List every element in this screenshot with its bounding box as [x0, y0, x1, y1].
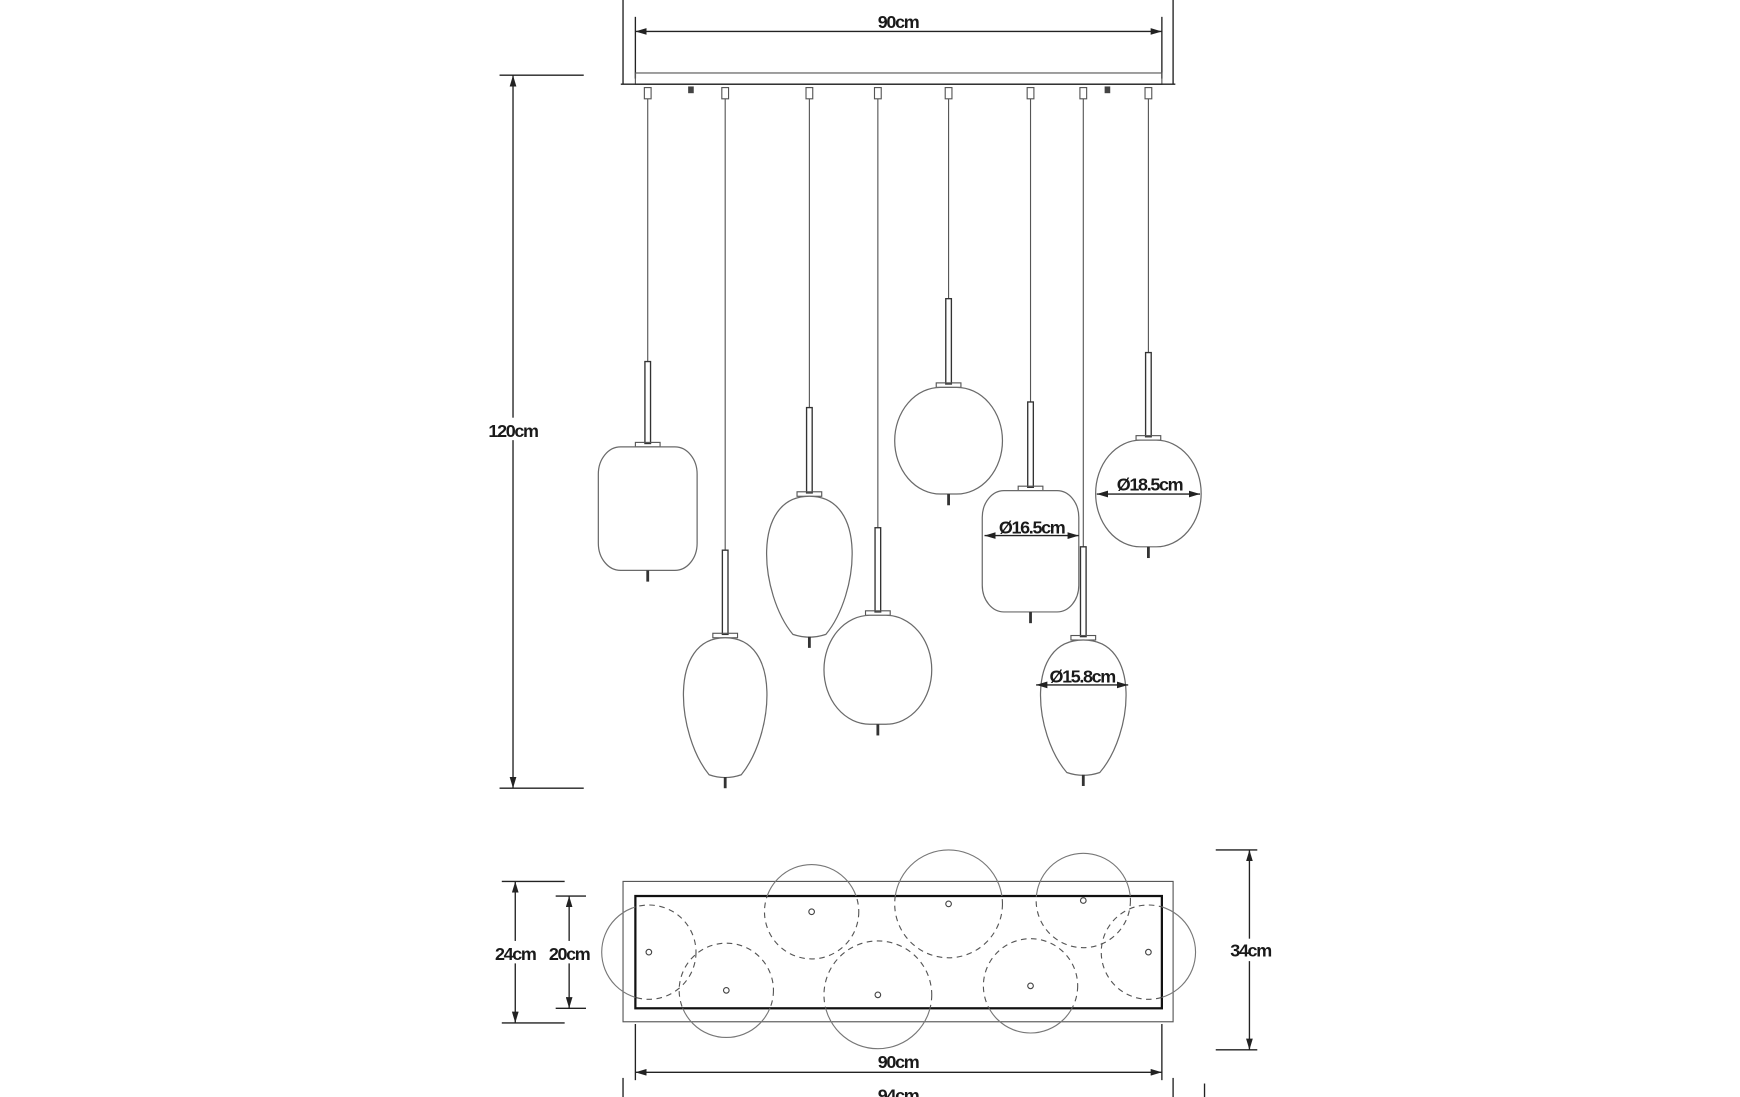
pendant-lamp [597, 87, 698, 582]
glass-shade [597, 446, 698, 572]
cord-point-dot [722, 986, 730, 994]
shade-outline-dashed [635, 904, 697, 1000]
pendant-lamp [894, 87, 1004, 506]
canopy-socket [944, 87, 953, 100]
inner-width-label: 90cm [878, 1052, 919, 1072]
cord-point-dot [645, 948, 653, 956]
shade-footprint [982, 938, 1079, 1034]
pendant-lamp [766, 87, 853, 648]
height-dimension: 120cm [480, 74, 584, 789]
diameter-dimension-medium: Ø16.5cm [984, 517, 1079, 539]
rod-tube [805, 406, 813, 494]
shade-outline-dashed [1100, 904, 1162, 1000]
shade-outline-dashed [982, 938, 1079, 1009]
diameter-dimension-small: Ø15.8cm [1036, 667, 1129, 689]
cord-point-dot [945, 900, 952, 908]
pendant-lamp [682, 87, 768, 789]
pendant-lamp [981, 87, 1080, 624]
cord-point-dot [1079, 897, 1087, 904]
shade-footprint [1035, 852, 1131, 949]
height-label: 120cm [488, 421, 538, 441]
shade-outline-dashed [894, 896, 1004, 959]
glass-shade [981, 490, 1080, 613]
shade-footprint [601, 904, 697, 1000]
inner-depth-label: 20cm [549, 944, 590, 964]
shade-outline-dashed [823, 940, 933, 1009]
bottom-width-dimensions: 90cm 94cm [622, 1024, 1206, 1097]
shade-footprint [678, 942, 775, 1039]
canopy-socket [643, 87, 652, 100]
shade-footprint [894, 849, 1004, 959]
shade-outline-dashed [763, 896, 860, 960]
diameter-dimension-large: Ø18.5cm [1096, 475, 1201, 498]
cord-point-dot [808, 908, 815, 916]
canopy-socket [1144, 87, 1153, 100]
rod-tube [644, 360, 652, 445]
inner-canopy-outline [634, 894, 1163, 1010]
rod-tube [945, 297, 953, 385]
glass-shade [894, 386, 1004, 495]
shade-outline-dashed [678, 942, 775, 1009]
diameter-label-large: Ø18.5cm [1117, 475, 1183, 495]
glass-shade [766, 495, 853, 638]
canopy-socket [873, 87, 882, 100]
cord-point-dot [1145, 948, 1152, 956]
overall-depth-dimension: 34cm [1215, 849, 1278, 1051]
pendant-lamps [597, 87, 1202, 789]
canopy-socket [805, 87, 814, 100]
diameter-label-small: Ø15.8cm [1049, 667, 1115, 687]
top-width-dimension: 90cm [622, 0, 1174, 85]
pendant-lamp [823, 87, 933, 736]
pendant-lamp [1039, 87, 1127, 786]
outer-canopy-outline [622, 880, 1174, 1023]
top-view [601, 849, 1197, 1050]
canopy-socket [1079, 87, 1088, 100]
top-width-label: 90cm [878, 12, 919, 32]
shade-outline-dashed [1035, 896, 1131, 949]
rod-tube [1027, 401, 1035, 488]
rod-tube [1079, 546, 1087, 638]
glass-shade [682, 637, 768, 779]
glass-shade [823, 614, 933, 725]
rod-tube [874, 527, 882, 613]
canopy-socket [721, 87, 730, 100]
canopy-socket [1026, 87, 1035, 100]
rod-tube [1144, 351, 1152, 438]
glass-shade [1039, 639, 1127, 776]
outer-depth-label: 24cm [495, 944, 536, 964]
shade-footprint [823, 940, 933, 1050]
diameter-label-medium: Ø16.5cm [999, 517, 1065, 537]
rod-tube [721, 549, 729, 636]
shade-footprint [1100, 904, 1197, 1000]
overall-depth-label: 34cm [1230, 941, 1271, 961]
ceiling-canopy-plate [620, 72, 1176, 94]
cord-point-dot [874, 991, 882, 999]
outer-width-label: 94cm [878, 1085, 919, 1097]
cord-point-dot [1027, 982, 1034, 990]
shade-footprint [763, 864, 860, 960]
depth-dimensions-left: 24cm 20cm [487, 880, 595, 1024]
